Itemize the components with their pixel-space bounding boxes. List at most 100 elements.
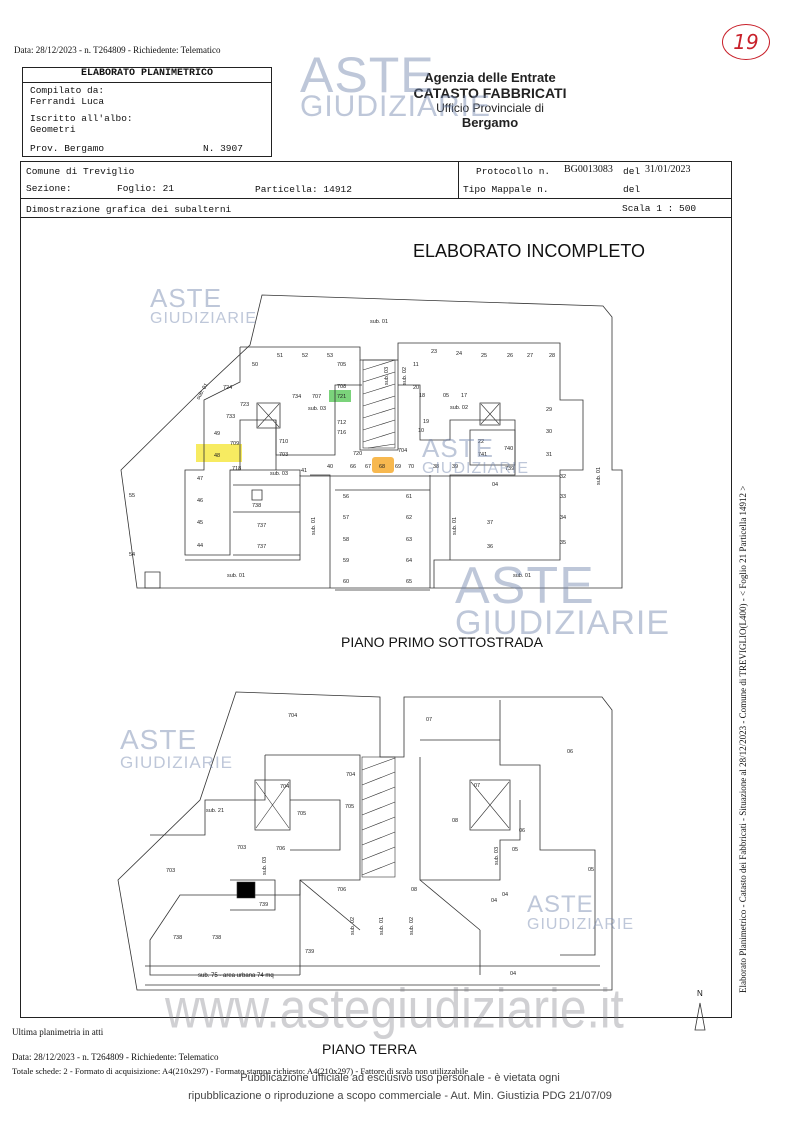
svg-text:28: 28 [549, 353, 555, 359]
svg-text:740: 740 [504, 446, 513, 452]
iscritto-value: Geometri [30, 124, 76, 135]
svg-text:30: 30 [546, 429, 552, 435]
svg-text:sub. 01: sub. 01 [452, 517, 458, 535]
svg-text:38: 38 [433, 464, 439, 470]
svg-text:704: 704 [346, 772, 355, 778]
svg-text:06: 06 [519, 828, 525, 834]
svg-text:739: 739 [259, 902, 268, 908]
svg-text:703: 703 [166, 868, 175, 874]
svg-text:17: 17 [461, 393, 467, 399]
svg-text:737: 737 [257, 523, 266, 529]
svg-text:sub. 01: sub. 01 [596, 467, 602, 485]
foglio: Foglio: 21 [117, 183, 175, 194]
svg-text:69: 69 [395, 464, 401, 470]
svg-text:706: 706 [276, 846, 285, 852]
agency-line4: Bergamo [461, 115, 519, 130]
status-title: ELABORATO INCOMPLETO [413, 241, 646, 261]
svg-text:08: 08 [411, 887, 417, 893]
area-note: sub. 75 - area urbana 74 mq [198, 973, 274, 979]
svg-text:49: 49 [214, 431, 220, 437]
svg-text:704: 704 [398, 448, 407, 454]
sezione: Sezione: [26, 183, 72, 194]
svg-text:45: 45 [197, 520, 203, 526]
svg-text:sub. 03: sub. 03 [308, 406, 326, 412]
svg-text:68: 68 [379, 464, 385, 470]
svg-text:738: 738 [252, 503, 261, 509]
svg-text:23: 23 [431, 349, 437, 355]
footer-totale-line: Totale schede: 2 - Formato di acquisizio… [12, 1066, 469, 1076]
svg-text:sub. 01: sub. 01 [513, 573, 531, 579]
watermark-plan2-right: ASTE GIUDIZIARIE [527, 891, 635, 933]
svg-text:39: 39 [452, 464, 458, 470]
drawing-frame [20, 218, 732, 1018]
svg-text:20: 20 [413, 385, 419, 391]
svg-text:33: 33 [560, 494, 566, 500]
plan-title-basement: PIANO PRIMO SOTTOSTRADA [341, 634, 543, 650]
svg-text:737: 737 [257, 544, 266, 550]
svg-text:sub. 03: sub. 03 [384, 367, 390, 385]
svg-text:70: 70 [408, 464, 414, 470]
svg-text:04: 04 [502, 892, 508, 898]
svg-text:738: 738 [173, 935, 182, 941]
svg-text:sub. 02: sub. 02 [350, 917, 356, 935]
iscritto-label: Iscritto all'albo: [30, 113, 133, 124]
agency-line2: CATASTO FABBRICATI [413, 85, 567, 101]
compilato-name: Ferrandi Luca [30, 96, 105, 107]
svg-text:54: 54 [129, 552, 135, 558]
svg-text:60: 60 [343, 579, 349, 585]
svg-text:724: 724 [223, 385, 232, 391]
tipo-mappale: Tipo Mappale n. [463, 184, 549, 195]
svg-text:48: 48 [214, 453, 220, 459]
svg-text:08: 08 [452, 818, 458, 824]
svg-text:29: 29 [546, 407, 552, 413]
svg-text:53: 53 [327, 353, 333, 359]
svg-text:sub. 02: sub. 02 [402, 367, 408, 385]
page-mark: 19 [722, 24, 770, 60]
watermark-header: ASTE GIUDIZIARIE [300, 47, 492, 123]
svg-text:738: 738 [212, 935, 221, 941]
svg-text:707: 707 [312, 394, 321, 400]
svg-text:50: 50 [252, 362, 258, 368]
svg-text:40: 40 [327, 464, 333, 470]
highlight-721 [329, 390, 351, 402]
svg-text:47: 47 [197, 476, 203, 482]
agency-line3: Ufficio Provinciale di [436, 101, 544, 115]
compilato-label: Compilato da: [30, 85, 105, 96]
footer-publication-1: Pubblicazione ufficiale ad esclusivo uso… [240, 1072, 560, 1084]
svg-text:27: 27 [527, 353, 533, 359]
svg-text:721: 721 [337, 394, 346, 400]
svg-text:733: 733 [226, 414, 235, 420]
svg-text:67: 67 [365, 464, 371, 470]
svg-text:706: 706 [337, 887, 346, 893]
svg-text:26: 26 [507, 353, 513, 359]
svg-text:36: 36 [487, 544, 493, 550]
prov-number: N. 3907 [203, 143, 243, 154]
svg-text:66: 66 [350, 464, 356, 470]
svg-text:708: 708 [337, 384, 346, 390]
svg-text:10: 10 [418, 428, 424, 434]
svg-text:sub. 02: sub. 02 [409, 917, 415, 935]
svg-text:64: 64 [406, 558, 412, 564]
svg-text:716: 716 [337, 430, 346, 436]
svg-text:65: 65 [406, 579, 412, 585]
svg-text:sub. 03: sub. 03 [494, 847, 500, 865]
svg-text:32: 32 [560, 474, 566, 480]
svg-text:22: 22 [478, 439, 484, 445]
header-box [22, 67, 272, 157]
info-box [20, 161, 732, 218]
particella: Particella: 14912 [255, 184, 352, 195]
svg-text:703: 703 [279, 452, 288, 458]
svg-text:06: 06 [567, 749, 573, 755]
svg-text:705: 705 [337, 362, 346, 368]
site-watermark: www.astegiudiziarie.it [165, 979, 624, 1040]
svg-text:07: 07 [426, 717, 432, 723]
svg-text:739: 739 [505, 466, 514, 472]
svg-text:05: 05 [512, 847, 518, 853]
side-caption: Elaborato Planimetrico - Catasto dei Fab… [738, 485, 748, 993]
svg-text:07: 07 [474, 783, 480, 789]
svg-text:51: 51 [277, 353, 283, 359]
watermark-plan1-center: ASTE GIUDIZIARIE [422, 433, 530, 477]
north-label: N [697, 989, 703, 998]
svg-text:04: 04 [510, 971, 516, 977]
